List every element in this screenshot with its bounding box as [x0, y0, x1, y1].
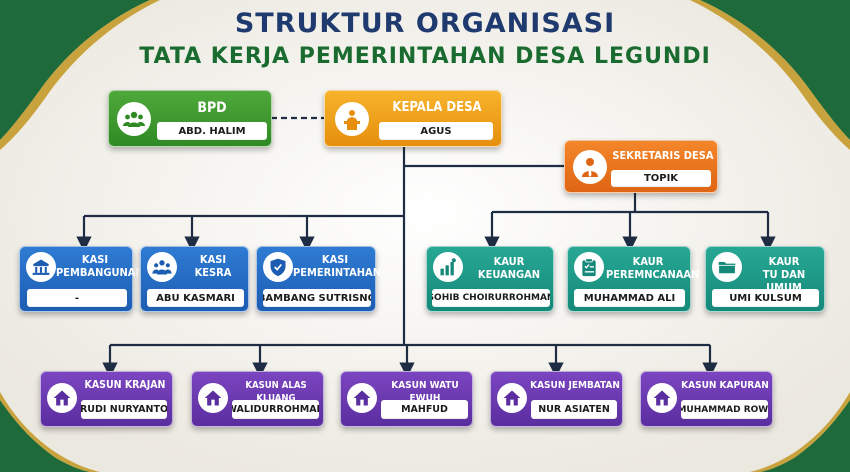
folder-icon [712, 252, 742, 282]
house-icon [198, 383, 228, 413]
kasi-box: KASI PEMBANGUNAN - [19, 246, 144, 312]
kasi-title-line1: KASI [199, 253, 227, 266]
corner-ornament-top-left [0, 0, 150, 140]
sekretaris-desa-title: SEKRETARIS DESA [612, 149, 714, 162]
bpd-box: BPD ABD. HALIM [108, 90, 272, 147]
kasun-name: MUHAMMAD ROWI [681, 400, 768, 419]
kasun-box: KASUN JEMBATAN NUR ASIATEN [490, 371, 623, 427]
kaur-name: SOHIB CHOIRURROHMAN [432, 289, 550, 307]
kasun-name: NUR ASIATEN [531, 400, 617, 419]
kasi-title-line1: KASI [321, 253, 349, 266]
kasi-title-line2: PEMBANGUNAN [56, 266, 144, 279]
kasun-title: KASUN KRAJAN [84, 379, 166, 391]
kepala-desa-title: KEPALA DESA [392, 100, 482, 115]
kaur-title-line1: KAUR [493, 255, 525, 268]
kepala-desa-box: KEPALA DESA AGUS [324, 90, 502, 147]
corner-ornament-bottom-left [0, 400, 90, 472]
kasun-name: RUDI NURYANTO [81, 400, 167, 419]
kaur-title-line2: PEREMNCANAAN [606, 268, 700, 281]
kasun-title: KASUN WATU EWUH [391, 380, 459, 404]
person-tie-icon [573, 150, 607, 184]
kasun-name: MAHFUD [381, 400, 468, 419]
kasun-box: KASUN KRAJAN RUDI NURYANTO [40, 371, 173, 427]
sekretaris-desa-name: TOPIK [611, 170, 711, 187]
house-icon [647, 383, 677, 413]
kepala-desa-name: AGUS [379, 122, 493, 140]
house-icon [347, 383, 377, 413]
building-icon [26, 252, 56, 282]
money-chart-icon [433, 252, 463, 282]
clipboard-icon [574, 252, 604, 282]
kaur-title-line2: KEUANGAN [477, 268, 541, 281]
corner-ornament-bottom-right [760, 400, 850, 472]
kasi-name: ABU KASMARI [147, 289, 244, 307]
kaur-name: MUHAMMAD ALI [574, 289, 685, 307]
kasun-title: KASUN ALAS KLUANG [245, 380, 307, 404]
shield-icon [263, 252, 293, 282]
bpd-name: ABD. HALIM [157, 122, 267, 140]
bpd-title: BPD [197, 100, 227, 116]
kasi-title-line2: KESRA [194, 266, 232, 279]
kasun-box: KASUN ALAS KLUANG WALIDURROHMAN [191, 371, 324, 427]
house-icon [497, 383, 527, 413]
corner-ornament-top-right [700, 0, 850, 140]
kasun-title: KASUN KAPURAN [681, 380, 769, 391]
kaur-box: KAUR KEUANGAN SOHIB CHOIRURROHMAN [426, 246, 554, 312]
chart-subtitle: TATA KERJA PEMERINTAHAN DESA LEGUNDI [139, 44, 711, 69]
kasi-box: KASI PEMERINTAHAN BAMBANG SUTRISNO [256, 246, 381, 312]
sekretaris-desa-box: SEKRETARIS DESA TOPIK [564, 140, 718, 193]
kasun-name: WALIDURROHMAN [232, 400, 319, 419]
kaur-box: KAUR TU DAN UMUM UMI KULSUM [705, 246, 825, 312]
kasun-title: KASUN JEMBATAN [530, 380, 620, 391]
kaur-title-line1: KAUR [768, 255, 800, 268]
kasun-box: KASUN KAPURAN MUHAMMAD ROWI [640, 371, 773, 427]
kaur-box: KAUR PEREMNCANAAN MUHAMMAD ALI [567, 246, 700, 312]
kasi-title-line1: KASI [81, 253, 109, 266]
people-icon [147, 252, 177, 282]
kasi-box: KASI KESRA ABU KASMARI [140, 246, 249, 312]
podium-icon [335, 102, 369, 136]
house-icon [47, 383, 77, 413]
kasi-name: - [27, 289, 127, 307]
chart-title: STRUKTUR ORGANISASI [234, 8, 616, 39]
kaur-title-line1: KAUR [632, 255, 664, 268]
kasun-box: KASUN WATU EWUH MAHFUD [340, 371, 473, 427]
kaur-name: UMI KULSUM [712, 289, 819, 307]
kasi-title-line2: PEMERINTAHAN [293, 266, 381, 279]
group-icon [117, 102, 151, 136]
kasi-name: BAMBANG SUTRISNO [263, 289, 371, 307]
